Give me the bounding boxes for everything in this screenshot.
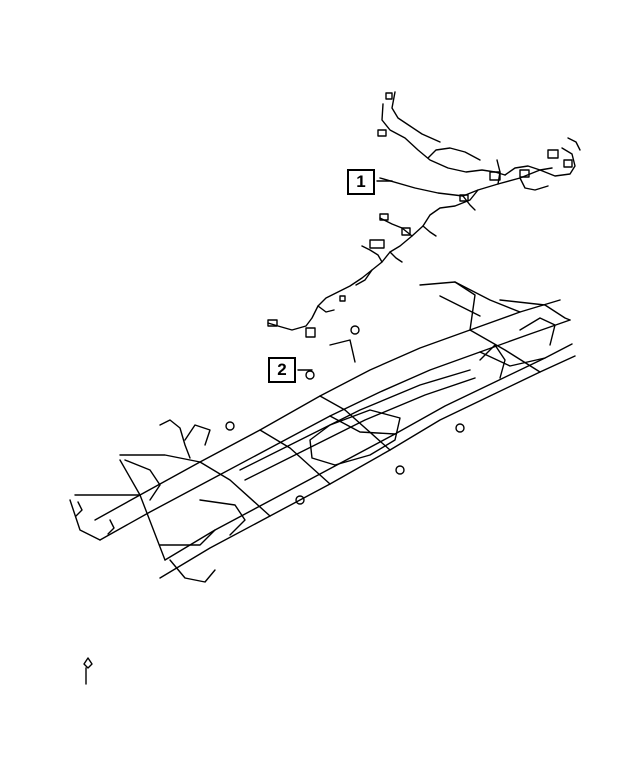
fastener-clip-icon (83, 657, 93, 685)
callout-label-1: 1 (347, 169, 375, 195)
callout-label-2: 2 (268, 357, 296, 383)
wiring-harness (267, 91, 581, 338)
vehicle-frame (69, 281, 576, 583)
